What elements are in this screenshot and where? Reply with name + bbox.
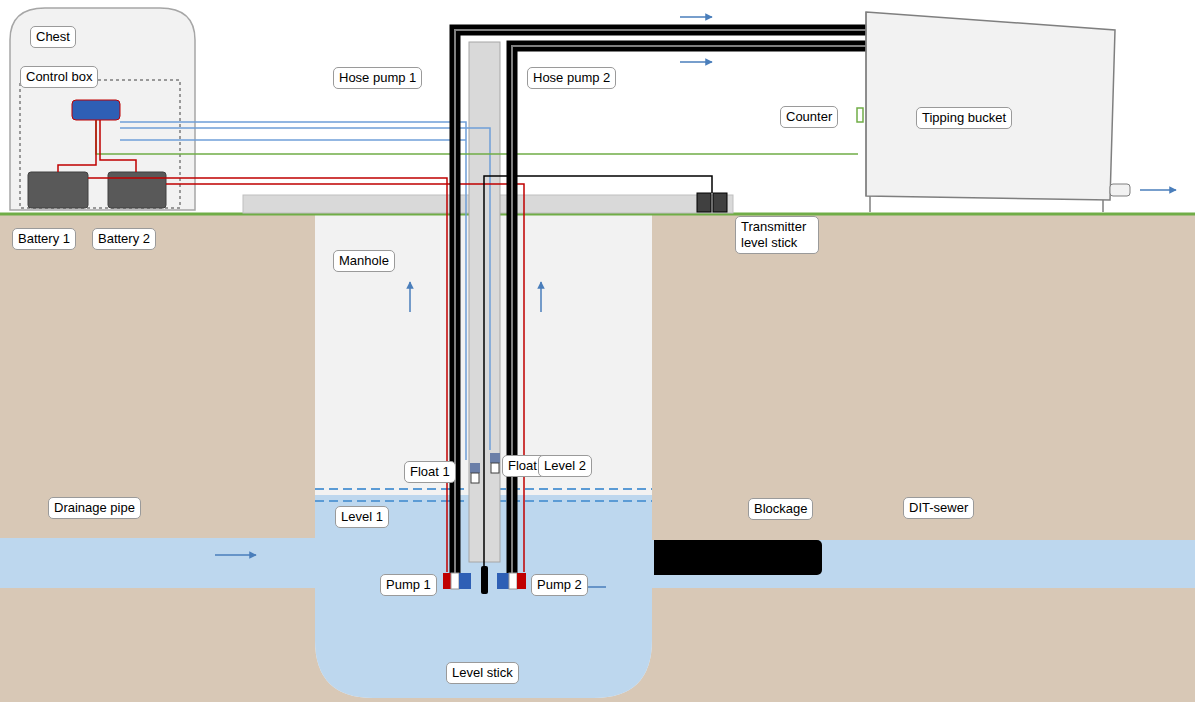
flow-arrow bbox=[215, 17, 1176, 587]
part-label: Tipping bucket bbox=[916, 107, 1012, 129]
float bbox=[471, 473, 479, 483]
counter-sensor bbox=[857, 108, 863, 122]
pump bbox=[443, 573, 471, 589]
float bbox=[470, 463, 480, 473]
part-label: Drainage pipe bbox=[48, 497, 141, 519]
part-label: Control box bbox=[20, 66, 98, 88]
part-label: Float 1 bbox=[404, 461, 456, 483]
part-label: Pump 2 bbox=[531, 574, 588, 596]
float bbox=[491, 463, 499, 473]
part-label: Battery 1 bbox=[12, 228, 76, 250]
part-label: Counter bbox=[780, 106, 838, 128]
blockage bbox=[648, 540, 822, 575]
part-label: Hose pump 2 bbox=[527, 67, 616, 89]
part-label: Level stick bbox=[446, 662, 519, 684]
part-label: Level 2 bbox=[538, 455, 592, 477]
pump bbox=[497, 573, 526, 589]
drainage-pipe bbox=[0, 538, 320, 588]
part-label: DIT-sewer bbox=[903, 497, 974, 519]
control-box-outline bbox=[20, 80, 180, 208]
part-label: Level 1 bbox=[335, 506, 389, 528]
sewer-pipe bbox=[648, 540, 1195, 588]
level-sensor bbox=[481, 566, 488, 594]
part-label: Blockage bbox=[748, 498, 813, 520]
hoses bbox=[455, 30, 870, 575]
float bbox=[490, 453, 500, 463]
part-label: Pump 1 bbox=[380, 574, 437, 596]
tipping-bucket bbox=[866, 12, 1130, 212]
transmitter bbox=[697, 193, 711, 212]
pipe-join bbox=[640, 540, 654, 588]
part-label: Hose pump 1 bbox=[333, 67, 422, 89]
pipe-join bbox=[300, 538, 330, 588]
control-box bbox=[72, 100, 120, 120]
part-label: Transmitter level stick bbox=[735, 216, 819, 254]
part-label: Manhole bbox=[333, 250, 395, 272]
chest bbox=[10, 8, 195, 210]
part-label: Chest bbox=[30, 26, 76, 48]
transmitter bbox=[713, 193, 727, 212]
part-label: Battery 2 bbox=[92, 228, 156, 250]
battery bbox=[28, 172, 88, 208]
